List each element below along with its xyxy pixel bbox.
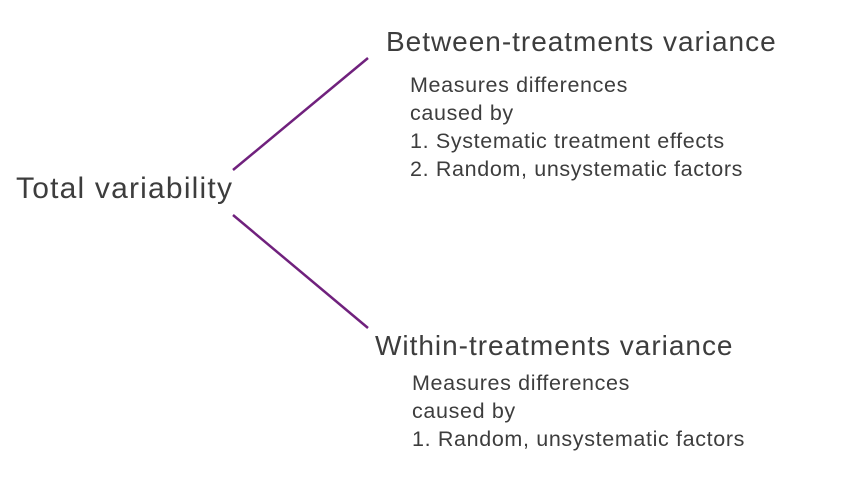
- connector-line-bottom-branch: [232, 214, 369, 329]
- branch-body-between-treatments: Measures differences caused by 1. System…: [410, 71, 743, 183]
- branch-list-item: 1. Random, unsystematic factors: [412, 427, 746, 451]
- connector-line-top-branch: [232, 57, 369, 171]
- branch-body-within-treatments: Measures differences caused by 1. Random…: [412, 369, 745, 453]
- branch-list-item: 1. Systematic treatment effects: [410, 129, 725, 153]
- branch-list-item: 2. Random, unsystematic factors: [410, 157, 744, 181]
- branch-description-line: Measures differences: [410, 73, 629, 97]
- root-node-label: Total variability: [16, 172, 234, 205]
- branch-description-line: Measures differences: [412, 371, 631, 395]
- branch-title-within-treatments: Within-treatments variance: [375, 330, 734, 361]
- branch-description-line: caused by: [412, 399, 516, 423]
- branch-description-line: caused by: [410, 101, 514, 125]
- branch-title-between-treatments: Between-treatments variance: [386, 26, 777, 57]
